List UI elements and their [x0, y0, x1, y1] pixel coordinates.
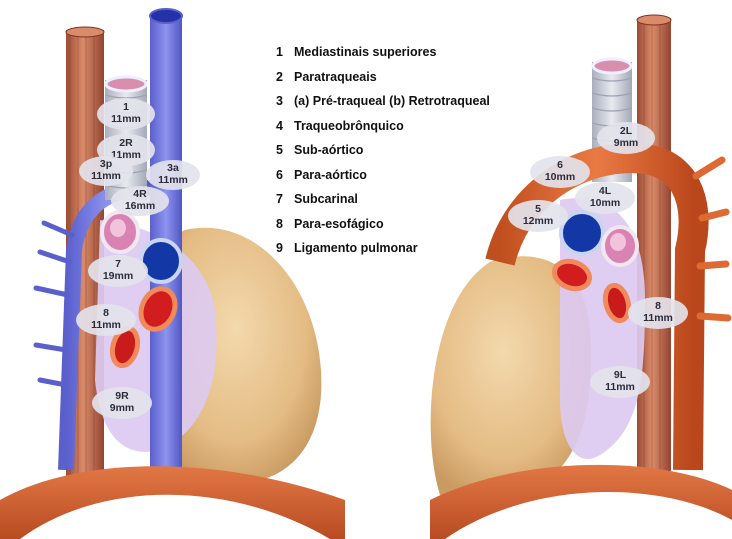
node-8-left-id: 8: [655, 300, 661, 312]
node-9R-id: 9R: [115, 390, 129, 402]
legend-number: 3: [276, 94, 294, 108]
legend-label: Para-esofágico: [294, 217, 384, 231]
node-8-right-id: 8: [103, 307, 109, 319]
node-9L-id: 9L: [614, 369, 627, 381]
node-9R-size: 9mm: [110, 402, 135, 414]
legend-item: 3 (a) Pré-traqueal (b) Retrotraqueal: [276, 89, 576, 114]
pulmonary-artery: [141, 240, 181, 282]
node-3p: 3p 11mm: [79, 156, 133, 186]
legend-item: 6 Para-aórtico: [276, 163, 576, 188]
esophagus-left: [637, 18, 671, 488]
node-2L-size: 9mm: [614, 137, 639, 149]
node-3a-id: 3a: [167, 162, 179, 174]
legend-item: 1 Mediastinais superiores: [276, 40, 576, 65]
legend: 1 Mediastinais superiores 2 Paratraqueai…: [276, 40, 576, 261]
node-4R: 4R 16mm: [111, 186, 169, 216]
node-1-size: 11mm: [111, 113, 141, 125]
trachea-opening-left: [593, 59, 631, 73]
node-3p-id: 3p: [100, 158, 112, 170]
legend-item: 2 Paratraqueais: [276, 65, 576, 90]
legend-label: Ligamento pulmonar: [294, 241, 418, 255]
node-8-left-size: 11mm: [643, 312, 673, 324]
node-9R: 9R 9mm: [92, 387, 152, 419]
legend-number: 4: [276, 119, 294, 133]
legend-label: Subcarinal: [294, 192, 358, 206]
legend-number: 2: [276, 70, 294, 84]
legend-number: 7: [276, 192, 294, 206]
legend-item: 8 Para-esofágico: [276, 212, 576, 237]
node-7: 7 19mm: [88, 255, 148, 287]
legend-label: Mediastinais superiores: [294, 45, 436, 59]
node-2L: 2L 9mm: [597, 122, 655, 154]
legend-item: 9 Ligamento pulmonar: [276, 236, 576, 261]
node-3a-size: 11mm: [158, 174, 188, 186]
legend-number: 1: [276, 45, 294, 59]
node-4L-size: 10mm: [590, 197, 620, 209]
node-4L: 4L 10mm: [575, 182, 635, 214]
legend-number: 6: [276, 168, 294, 182]
node-2R-id: 2R: [119, 137, 133, 149]
node-3p-size: 11mm: [91, 170, 121, 182]
node-9L: 9L 11mm: [590, 366, 650, 398]
legend-label: Sub-aórtico: [294, 143, 363, 157]
node-8-right-size: 11mm: [91, 319, 121, 331]
legend-item: 7 Subcarinal: [276, 187, 576, 212]
legend-label: Paratraqueais: [294, 70, 377, 84]
node-7-size: 19mm: [103, 270, 133, 282]
legend-label: Para-aórtico: [294, 168, 367, 182]
node-3a: 3a 11mm: [146, 160, 200, 190]
node-8-right: 8 11mm: [76, 304, 136, 336]
node-4R-size: 16mm: [125, 200, 155, 212]
legend-item: 4 Traqueobrônquico: [276, 114, 576, 139]
node-4R-id: 4R: [133, 188, 147, 200]
node-9L-size: 11mm: [605, 381, 635, 393]
node-2L-id: 2L: [620, 125, 633, 137]
vena-cava-opening: [150, 9, 182, 23]
node-4L-id: 4L: [599, 185, 612, 197]
legend-number: 9: [276, 241, 294, 255]
node-1-id: 1: [123, 101, 129, 113]
legend-number: 8: [276, 217, 294, 231]
legend-label: Traqueobrônquico: [294, 119, 404, 133]
node-1: 1 11mm: [97, 98, 155, 130]
node-7-id: 7: [115, 258, 121, 270]
legend-label: (a) Pré-traqueal (b) Retrotraqueal: [294, 94, 490, 108]
legend-item: 5 Sub-aórtico: [276, 138, 576, 163]
trachea-opening: [106, 77, 146, 91]
legend-number: 5: [276, 143, 294, 157]
node-8-left: 8 11mm: [628, 297, 688, 329]
